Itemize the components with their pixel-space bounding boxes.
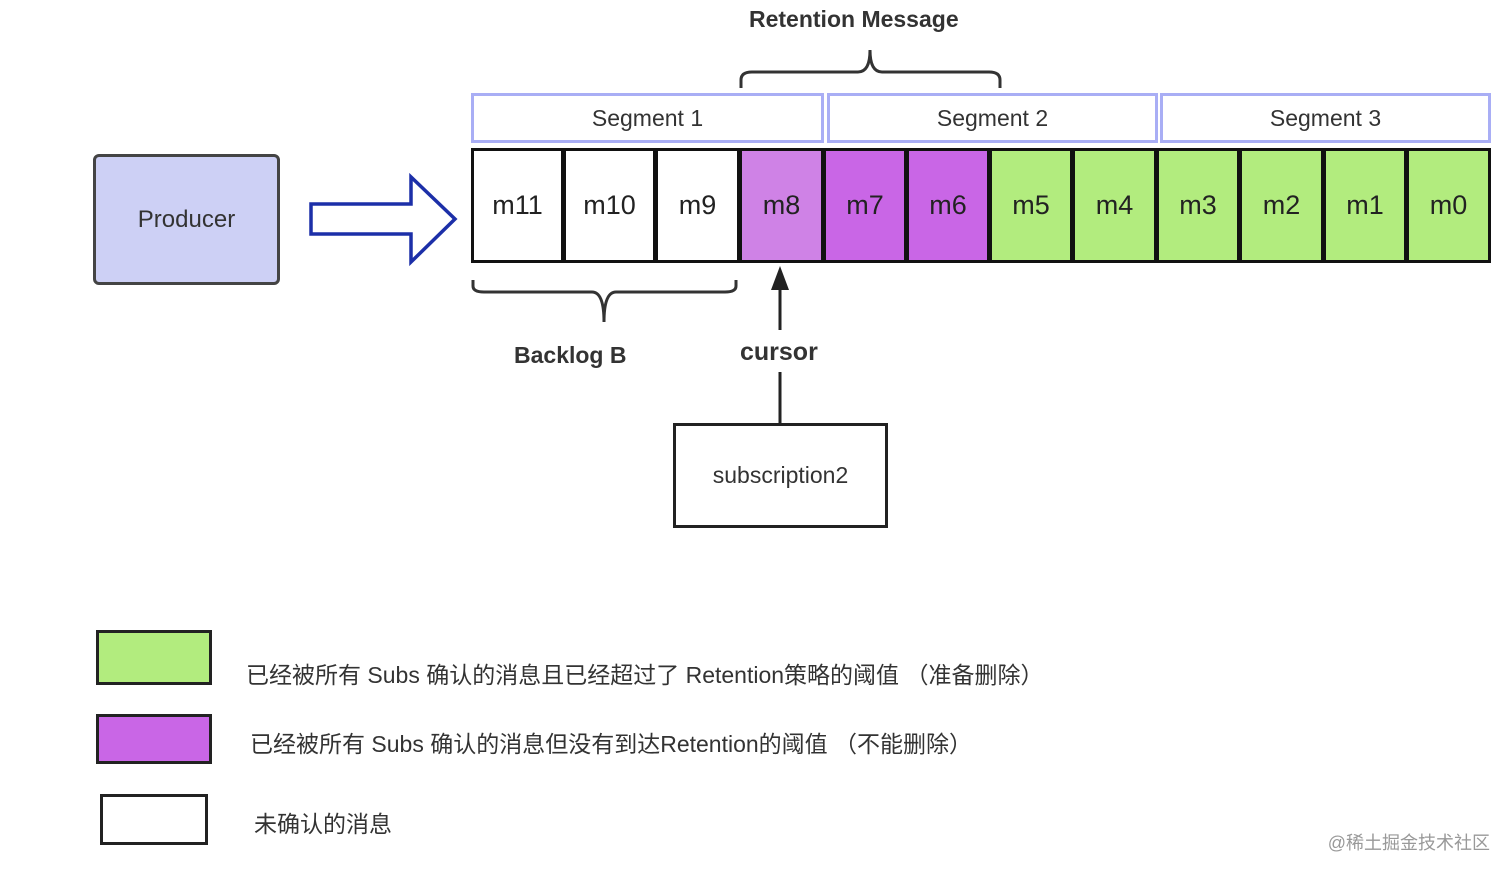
- retention-brace: [739, 49, 1002, 88]
- message-m5: m5: [989, 148, 1073, 263]
- legend-text-unacked: 未确认的消息: [254, 811, 392, 837]
- backlog-brace: [471, 280, 738, 323]
- message-m4: m4: [1072, 148, 1157, 263]
- segment-2: Segment 2: [827, 93, 1158, 143]
- legend-text-deletable: 已经被所有 Subs 确认的消息且已经超过了 Retention策略的阈值 （准…: [246, 662, 1044, 688]
- subscription-box: subscription2: [673, 423, 888, 528]
- segment-1: Segment 1: [471, 93, 824, 143]
- cursor-arrow-head-icon: [771, 266, 789, 290]
- retention-title: Retention Message: [749, 6, 959, 32]
- segment-3: Segment 3: [1160, 93, 1491, 143]
- message-m0: m0: [1406, 148, 1491, 263]
- producer-arrow-icon: [309, 172, 458, 267]
- message-m3: m3: [1156, 148, 1240, 263]
- message-m6: m6: [906, 148, 990, 263]
- backlog-label: Backlog B: [514, 342, 627, 368]
- message-m10: m10: [563, 148, 656, 263]
- cursor-label: cursor: [740, 338, 818, 366]
- message-m8: m8: [739, 148, 824, 263]
- legend-swatch-deletable: [96, 630, 212, 685]
- legend-swatch-retained: [96, 714, 212, 764]
- watermark: @稀土掘金技术社区: [1327, 833, 1490, 853]
- message-m1: m1: [1323, 148, 1407, 263]
- legend-text-retained: 已经被所有 Subs 确认的消息但没有到达Retention的阈值 （不能删除）: [250, 731, 973, 757]
- message-m9: m9: [655, 148, 740, 263]
- message-m11: m11: [471, 148, 564, 263]
- message-m7: m7: [823, 148, 907, 263]
- message-m2: m2: [1239, 148, 1324, 263]
- producer-box: Producer: [93, 154, 280, 285]
- legend-swatch-unacked: [100, 794, 208, 845]
